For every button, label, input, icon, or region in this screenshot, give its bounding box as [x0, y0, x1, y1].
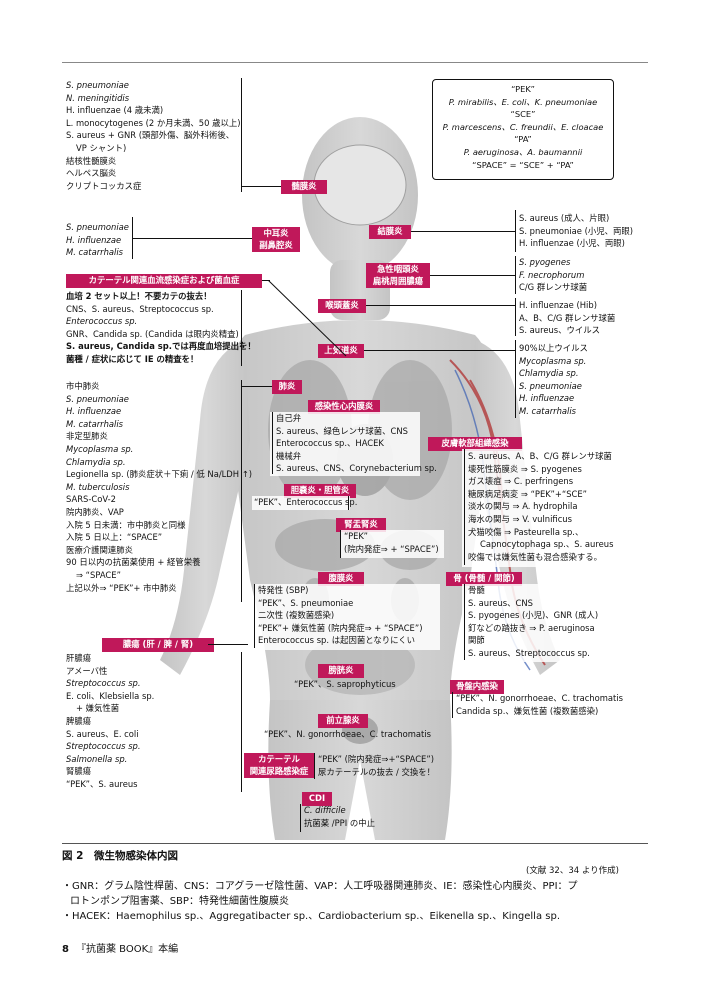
endocarditis-organisms: 自己弁 S. aureus、緑色レンサ球菌、CNS Enterococcus s…: [276, 413, 437, 474]
connector: [241, 386, 272, 387]
connector: [364, 350, 515, 351]
legend-line: “SCE”: [510, 109, 536, 120]
connector: [132, 238, 252, 239]
connector: [241, 380, 242, 602]
cauti-tag: カテーテル 関連尿路感染症: [244, 753, 314, 778]
pneumonia-tag: 肺炎: [272, 380, 302, 394]
skin-organisms: S. aureus、A、B、C/G 群レンサ球菌 壊死性筋膜炎 ⇒ S. pyo…: [468, 451, 614, 562]
connector: [515, 210, 516, 252]
connector: [515, 298, 516, 336]
pharyngitis-organisms: S. pyogenes F. necrophorum C/G 群レンサ球菌: [519, 257, 588, 293]
otitis-sinusitis-tag: 中耳炎 副鼻腔炎: [252, 227, 300, 252]
bone-joint-tag: 骨 (骨髄 / 関節): [446, 572, 522, 586]
endocarditis-tag: 感染性心内膜炎: [308, 400, 380, 414]
conjunctivitis-organisms: S. aureus (成人、片眼) S. pneumoniae (小児、両眼) …: [519, 213, 633, 249]
page-number: 8: [62, 944, 69, 955]
pneumonia-organisms: 市中肺炎 S. pneumoniae H. influenzae M. cata…: [66, 381, 253, 593]
epiglottitis-tag: 喉頭蓋炎: [318, 299, 366, 313]
connector: [241, 78, 242, 192]
cystitis-tag: 膀胱炎: [318, 664, 364, 678]
connector: [267, 279, 348, 360]
skin-soft-tissue-tag: 皮膚軟部組織感染: [428, 437, 522, 451]
skin-panel: [462, 449, 642, 567]
caption-note: ロトンポンプ阻害薬、SBP：特発性細菌性腹膜炎: [70, 896, 289, 907]
peritonitis-organisms: 特発性 (SBP) “PEK”、S. pneumoniae 二次性 (複数菌感染…: [258, 585, 423, 646]
figure-source: (文献 32、34 より作成): [526, 866, 619, 876]
cystitis-organisms: “PEK”、S. saprophyticus: [294, 679, 396, 689]
caption-note: ・HACEK：Haemophilus sp.、Aggregatibacter s…: [62, 911, 561, 922]
pelvic-organisms: “PEK”、N. gonorrhoeae、C. trachomatis Cand…: [456, 693, 623, 716]
legend-line: P. mirabilis、E. coli、K. pneumoniae: [448, 96, 598, 107]
bone-panel: [462, 584, 642, 662]
legend-line: P. marcescens、C. freundii、E. cloacae: [442, 121, 604, 132]
connector: [515, 340, 516, 418]
legend-line: “SPACE” = “SCE” + “PA”: [472, 159, 574, 170]
book-title: 『抗菌薬 BOOK』本編: [76, 944, 179, 955]
connector: [411, 231, 515, 232]
conjunctivitis-tag: 結膜炎: [369, 225, 411, 239]
prostatitis-tag: 前立腺炎: [318, 714, 368, 728]
connector: [241, 290, 242, 366]
peritonitis-tag: 腹膜炎: [318, 572, 364, 586]
connector: [348, 496, 349, 510]
connector: [515, 256, 516, 294]
connector: [272, 412, 273, 474]
connector: [300, 804, 301, 832]
meningitis-tag: 髄膜炎: [281, 180, 327, 194]
cauti-organisms: “PEK” (院内発症⇒+“SPACE”) 尿カテーテルの抜去 / 交換を！: [318, 754, 436, 777]
connector: [452, 692, 453, 718]
endocarditis-panel: [270, 412, 420, 476]
caption-note: ・GNR：グラム陰性桿菌、CNS：コアグラーゼ陰性菌、VAP：人工呼吸器関連肺炎…: [62, 881, 578, 892]
connector: [340, 530, 341, 558]
connector: [430, 275, 515, 276]
biliary-panel: [252, 496, 350, 510]
pharyngitis-tag: 急性咽頭炎 扁桃周囲膿瘍: [366, 263, 430, 288]
connector: [314, 753, 315, 779]
abbreviation-legend-box: “PEK” P. mirabilis、E. coli、K. pneumoniae…: [432, 79, 614, 180]
legend-line: P. aeruginosa、A. baumannii: [463, 146, 583, 157]
connector: [254, 584, 255, 648]
prostatitis-organisms: “PEK”、N. gonorrhoeae、C. trachomatis: [264, 729, 431, 739]
pyelo-panel: [340, 530, 444, 558]
connector: [241, 652, 242, 792]
pyelonephritis-tag: 腎盂腎炎: [336, 518, 386, 532]
figure-separator: [62, 843, 648, 844]
connector: [366, 305, 515, 306]
abscess-organisms: 肝膿瘍 アメーバ性 Streptococcus sp. E. coli、Kleb…: [66, 653, 155, 789]
biliary-tag: 胆嚢炎・胆管炎: [284, 484, 356, 498]
uri-organisms: 90%以上ウイルス Mycoplasma sp. Chlamydia sp. S…: [519, 343, 588, 416]
cdi-tag: CDI: [302, 792, 332, 806]
peritonitis-panel: [254, 584, 440, 650]
legend-line: “PEK”: [511, 84, 535, 94]
epiglottitis-organisms: H. influenzae (Hib) A、B、C/G 群レンサ球菌 S. au…: [519, 300, 616, 336]
connector: [241, 186, 281, 187]
catheter-bsi-details: 血培 2 セット以上！不要カテの抜去！ CNS、S. aureus、Strept…: [66, 291, 256, 364]
otitis-organisms: S. pneumoniae H. influenzae M. catarrhal…: [66, 222, 129, 258]
legend-line: “PA”: [514, 134, 532, 145]
connector: [208, 644, 248, 645]
pelvic-infection-tag: 骨盤内感染: [450, 680, 504, 694]
bone-joint-organisms: 骨髄 S. aureus、CNS S. pyogenes (小児)、GNR (成…: [468, 585, 599, 658]
figure-title: 図 2 微生物感染体内図: [62, 850, 178, 862]
connector: [464, 584, 465, 660]
abscess-tag: 膿瘍 (肝 / 脾 / 腎): [102, 638, 214, 652]
header-rule: [62, 62, 648, 63]
catheter-bsi-tag: カテーテル関連血流感染症および菌血症: [66, 274, 262, 288]
connector: [262, 280, 270, 281]
biliary-organisms: “PEK”、Enterococcus sp.: [254, 497, 358, 507]
meningitis-organisms: S. pneumoniae N. meningitidis H. influen…: [66, 80, 241, 191]
pyelonephritis-organisms: “PEK” (院内発症⇒ + “SPACE”): [344, 531, 439, 554]
connector: [464, 449, 465, 565]
cdi-organisms: C. difficile 抗菌薬 /PPI の中止: [304, 805, 375, 828]
